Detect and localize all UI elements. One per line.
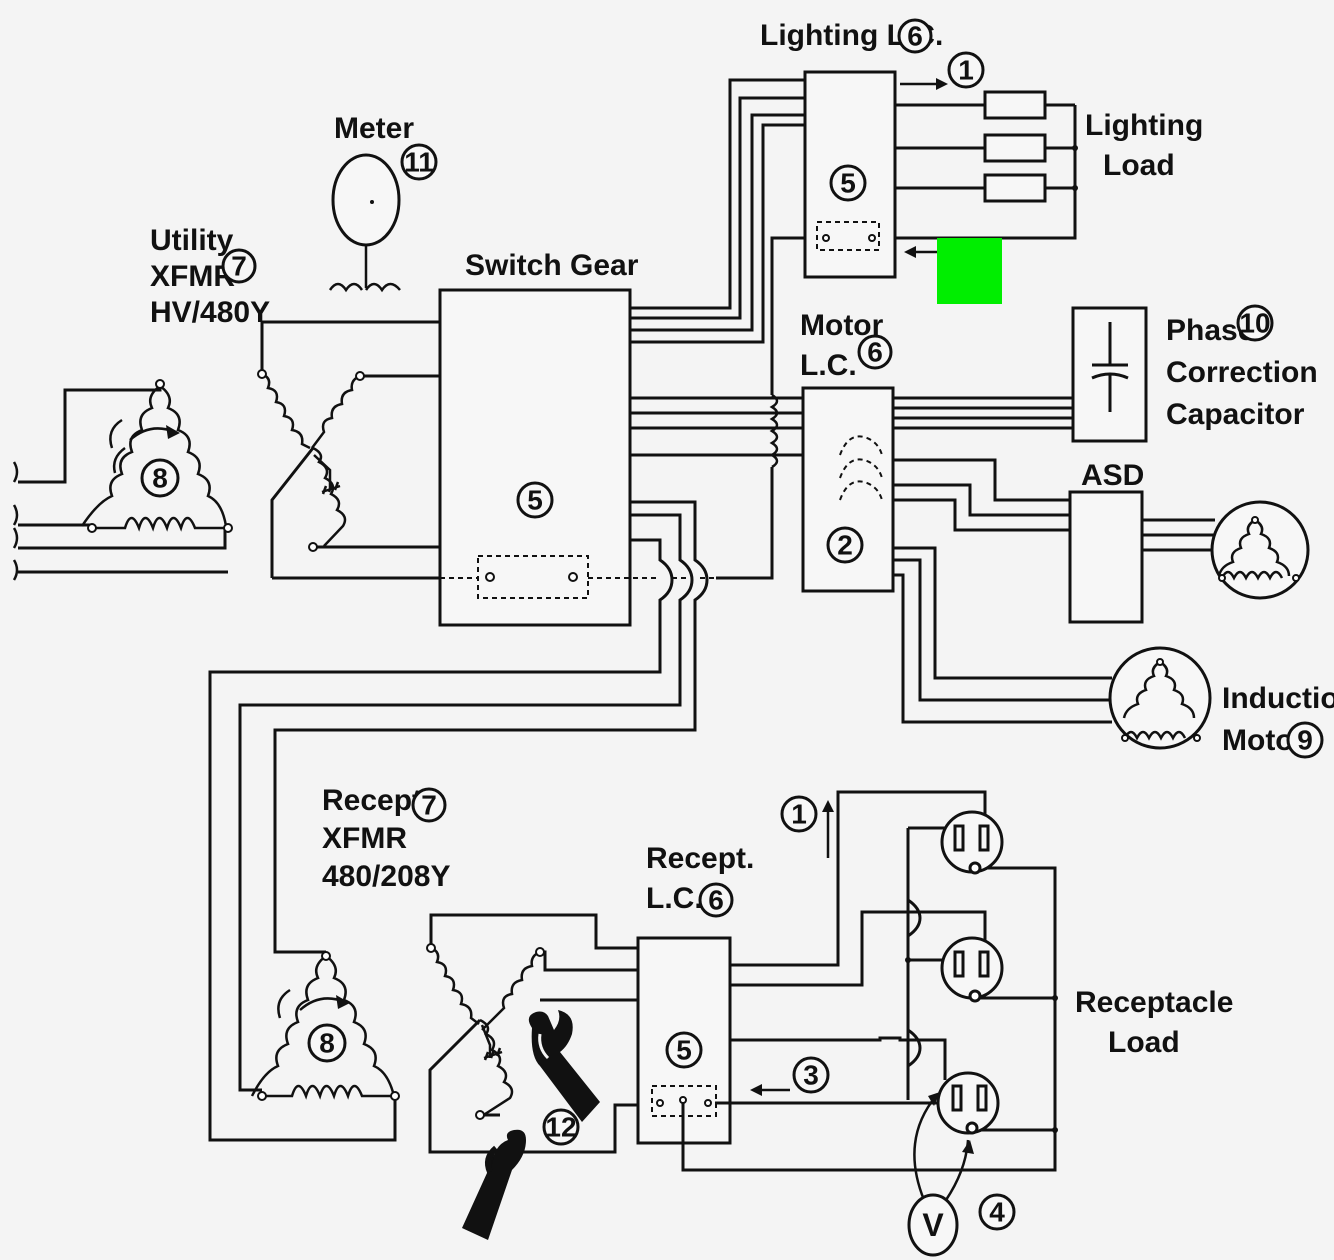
feeder-to-lighting-lc [630, 78, 805, 580]
clamp-meter-icon [528, 1010, 600, 1122]
callout-number: 2 [837, 530, 853, 561]
recept-lc-label-line2: L.C. [646, 882, 703, 915]
asd-to-motor-feeder [1142, 518, 1215, 552]
callout-circle [826, 526, 864, 564]
phase-correction-label-line3: Capacitor [1166, 398, 1305, 431]
callout-circle [665, 1031, 703, 1069]
recept-lc-label-line1: Recept. [646, 842, 754, 875]
callout-number: 3 [803, 1060, 819, 1091]
meter-label: Meter [334, 112, 414, 145]
callout-circle [400, 143, 438, 181]
receptacle-outlet-icon [940, 810, 1004, 875]
lighting-load-label-line1: Lighting [1085, 109, 1203, 142]
incoming-lines [12, 384, 228, 581]
asd-label: ASD [1081, 459, 1144, 492]
callout-number: 9 [1297, 725, 1313, 756]
callout-circle [307, 1023, 347, 1063]
receptacle-load-label-line2: Load [1108, 1026, 1180, 1059]
callout-circle [516, 481, 554, 519]
callout-number: 12 [545, 1112, 576, 1143]
callout-circle [857, 334, 893, 370]
callout-circle [140, 458, 180, 498]
feeder-to-receptacle-transformer [208, 500, 709, 1142]
callout-number: 8 [152, 463, 168, 494]
callout-number: 5 [840, 168, 856, 199]
callout-circle [947, 51, 985, 89]
receptacle-outlet-icon [936, 1071, 1000, 1135]
callout-circle [698, 882, 734, 918]
callout-circle [542, 1108, 580, 1146]
callout-circle [411, 787, 447, 823]
motor-starter-contacts [839, 435, 883, 501]
callout-number: 7 [231, 251, 247, 282]
recept-xfmr-label-line2: XFMR [322, 822, 407, 855]
callout-circle [1286, 721, 1324, 759]
callout-circle [897, 18, 933, 54]
callout-number: 4 [989, 1197, 1005, 1228]
utility-label-line1: Utility [150, 224, 234, 257]
motor-lc-label-line2: L.C. [800, 349, 857, 382]
callout-number: 7 [421, 790, 437, 821]
callout-number: 1 [791, 799, 807, 830]
callout-circle [221, 248, 257, 284]
receptacle-primary-delta-winding [250, 951, 400, 1101]
clamp-meter-icon [462, 1129, 526, 1240]
induction-motor-label-line1: Induction [1222, 682, 1334, 715]
utility-secondary-wye-winding [257, 320, 440, 580]
callout-number: 6 [708, 885, 724, 916]
phase-correction-label-line2: Correction [1166, 356, 1318, 389]
callout-circle [978, 1193, 1016, 1231]
utility-label-line3: HV/480Y [150, 296, 270, 329]
callout-circle [780, 795, 818, 833]
voltmeter-probes [913, 1092, 974, 1201]
feeder-to-capacitor [893, 396, 1073, 430]
recept-xfmr-label-line3: 480/208Y [322, 860, 450, 893]
lighting-load-label-line2: Load [1103, 149, 1175, 182]
utility-label-line2: XFMR [150, 260, 235, 293]
callout-number: 6 [907, 21, 923, 52]
receptacle-branch-circuits [681, 790, 1058, 1172]
callout-number: 8 [319, 1028, 335, 1059]
callout-number: 10 [1239, 308, 1270, 339]
callout-number: 11 [404, 147, 434, 178]
voltmeter-icon [907, 1193, 959, 1257]
callout-circle [1236, 304, 1274, 342]
callout-number: 6 [867, 337, 883, 368]
utility-primary-delta-winding [80, 379, 233, 533]
capacitor-symbol [1091, 322, 1129, 412]
induction-motor-symbol [1108, 646, 1212, 750]
feeder-to-induction-motor [893, 546, 1112, 724]
callout-number: 5 [527, 485, 543, 516]
asd-box [1068, 490, 1144, 624]
highlight-marker [937, 238, 1002, 304]
callout-circle [829, 164, 867, 202]
callout-number: 5 [676, 1035, 692, 1066]
meter-symbol [328, 153, 401, 293]
callout-circle [792, 1056, 830, 1094]
feeder-to-motor-lc [630, 396, 803, 457]
switch-gear-label: Switch Gear [465, 249, 639, 282]
lighting-load-resistors [895, 90, 1078, 240]
callout-number: 1 [958, 55, 974, 86]
switch-gear-box [438, 288, 632, 627]
breaker-symbol [816, 221, 880, 251]
receptacle-load-label-line1: Receptacle [1075, 986, 1233, 1019]
voltmeter-label: V [922, 1207, 944, 1243]
feeder-to-asd [893, 458, 1070, 532]
receptacle-outlet-icon [940, 936, 1004, 1003]
asd-motor-symbol [1210, 500, 1310, 600]
